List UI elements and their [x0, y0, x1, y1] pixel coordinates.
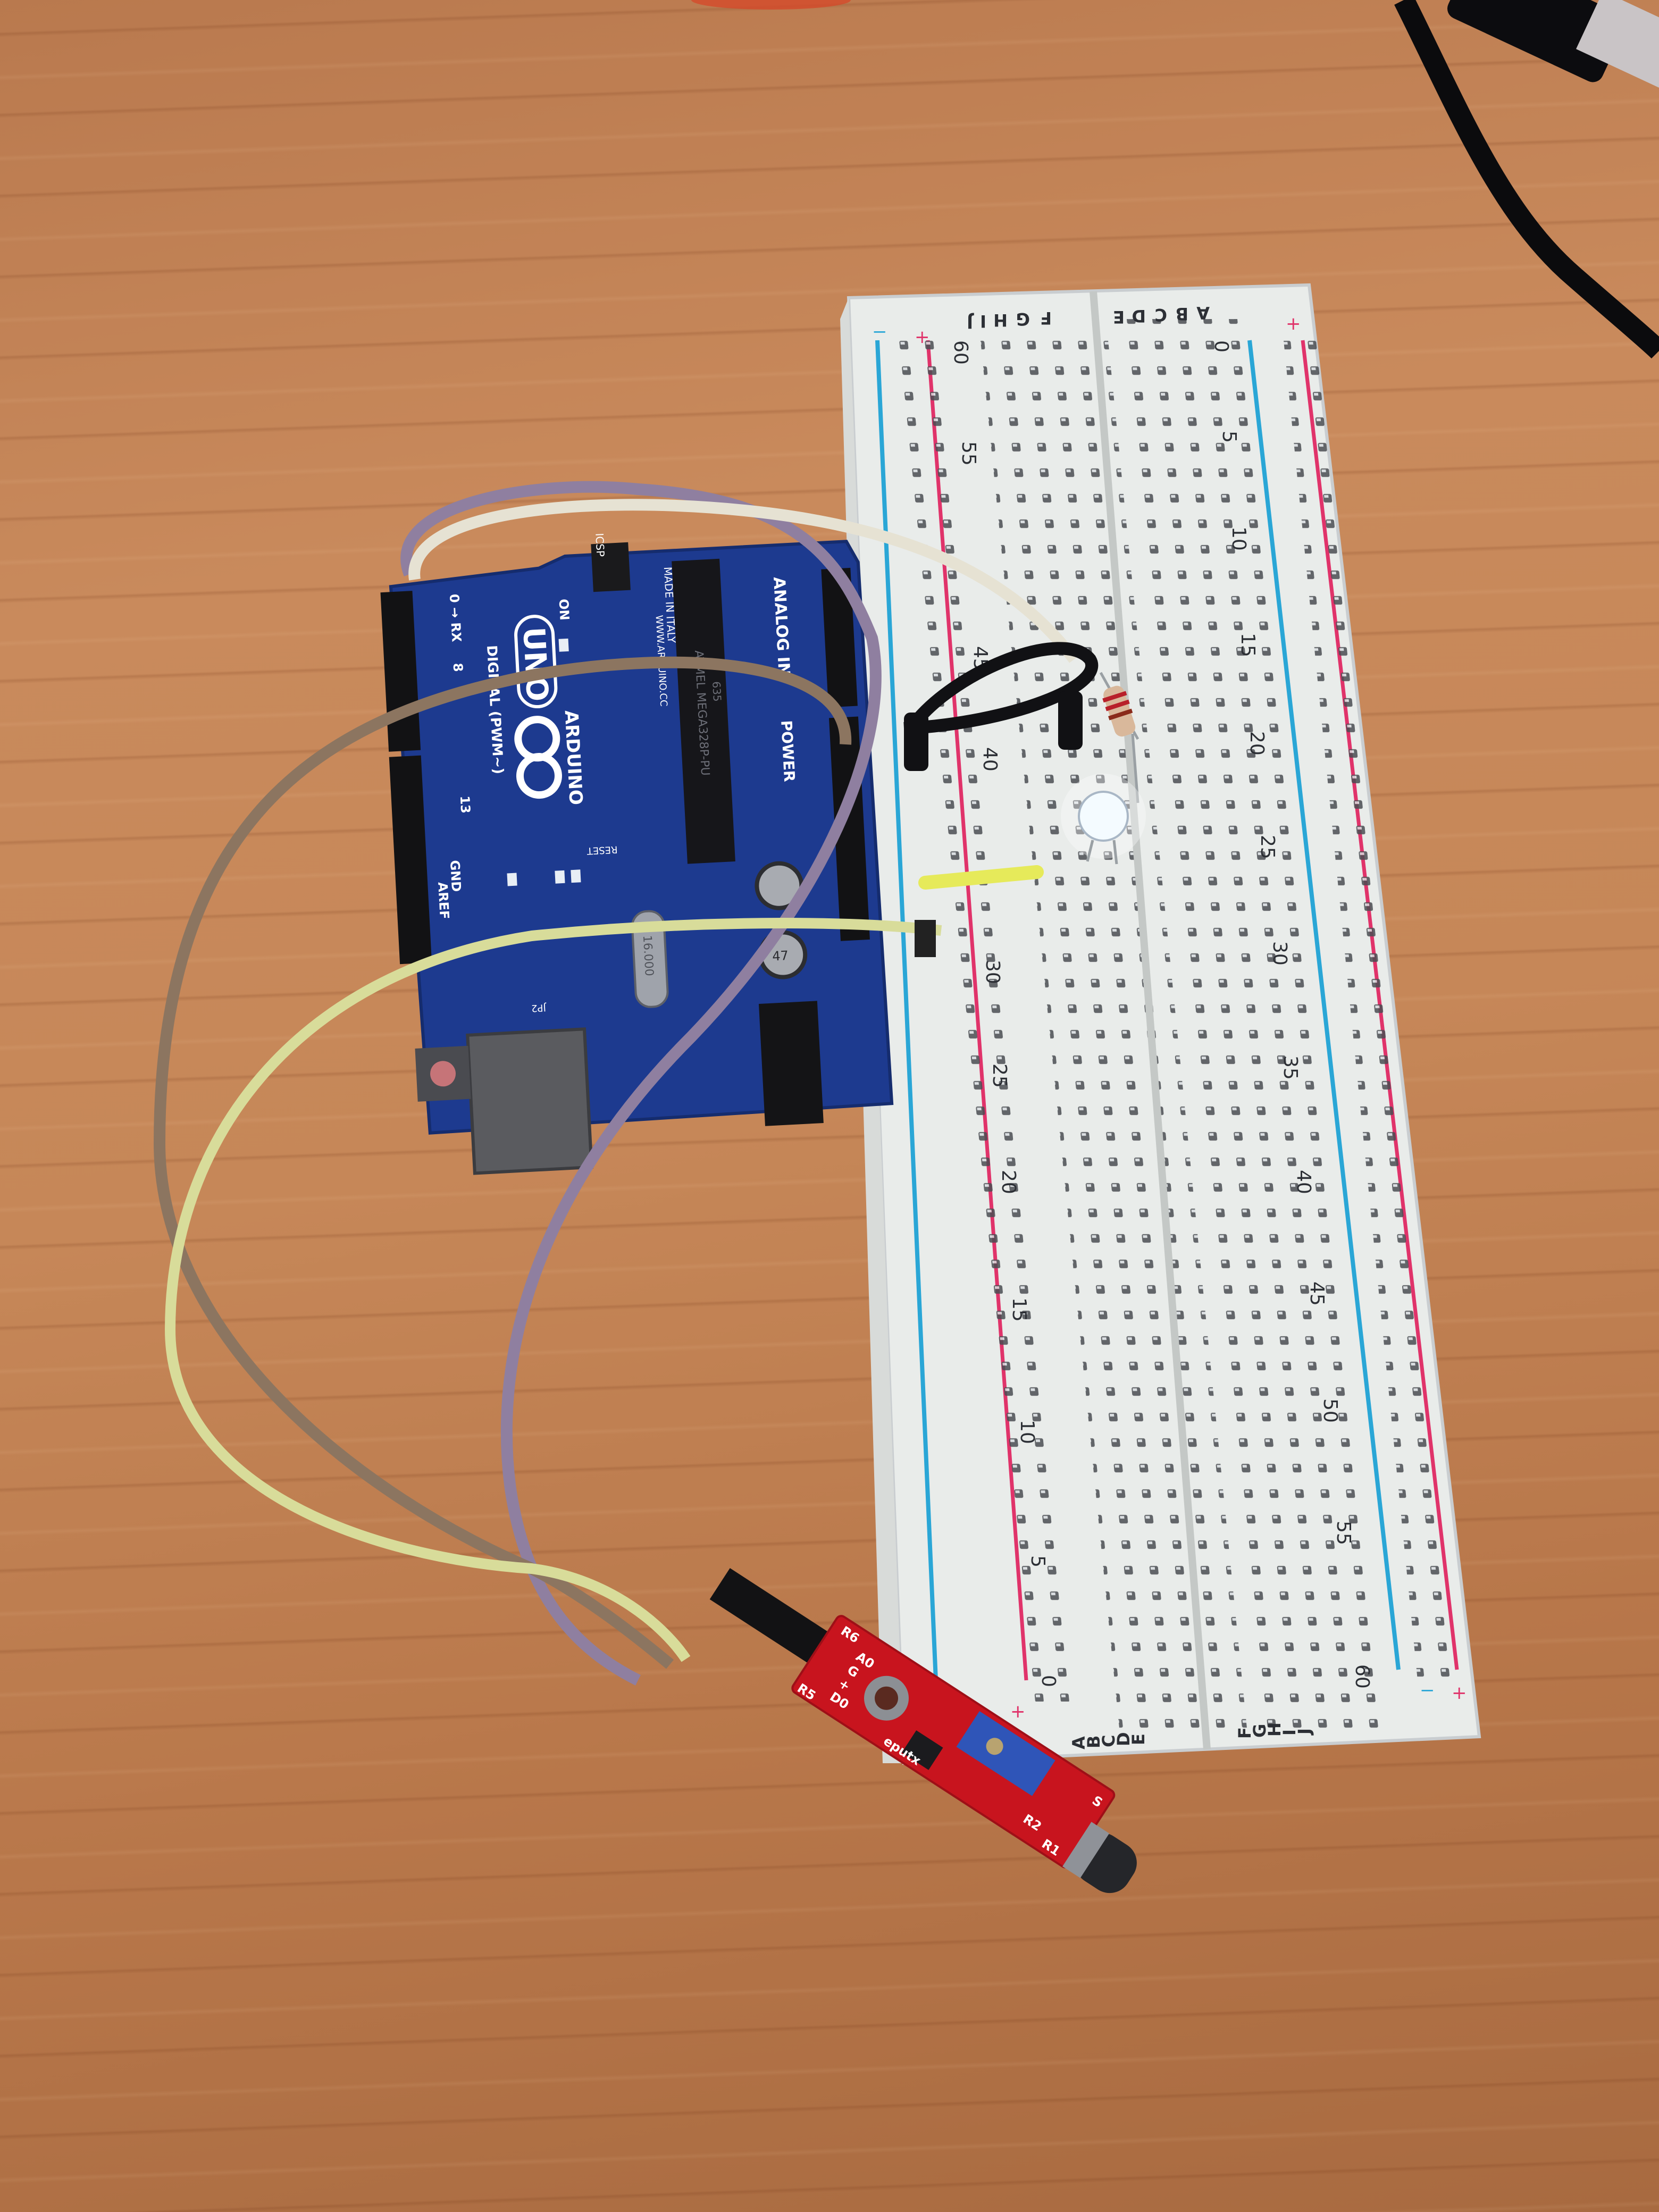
rail-plus-top-right: +	[1286, 313, 1301, 334]
rail-plus-bottom-right: +	[1452, 1682, 1467, 1704]
arduino-infinity-logo-icon	[514, 716, 562, 799]
pin-label-gnd: GND	[447, 860, 464, 892]
model-label: UNO	[516, 626, 554, 702]
col-number-right-5: 5	[1218, 431, 1240, 443]
col-number-right-60: 60	[1351, 1664, 1373, 1689]
icsp-label: ICSP	[593, 533, 607, 557]
reset-label: RESET	[586, 844, 618, 857]
potentiometer-screw-icon	[986, 1738, 1003, 1755]
pin-label-13: 13	[457, 795, 473, 814]
col-number-left-25: 25	[988, 1063, 1010, 1088]
col-number-right-35: 35	[1279, 1055, 1301, 1080]
wire-black-end-2	[1058, 691, 1083, 750]
col-number-left-30: 30	[982, 960, 1003, 984]
col-number-left-10: 10	[1016, 1420, 1038, 1444]
brand-label: ARDUINO	[560, 710, 586, 806]
dc-power-jack	[758, 1001, 824, 1126]
rail-minus-bottom-right: −	[1420, 1680, 1435, 1701]
wire-black-end-1	[904, 713, 928, 771]
capacitor-value: 47	[772, 948, 789, 964]
usb-b-port	[466, 1027, 593, 1175]
yellow-wire-connector	[915, 920, 936, 957]
col-number-left-15: 15	[1008, 1297, 1030, 1322]
row-label-D-top: D	[1132, 306, 1146, 326]
row-label-E-top: E	[1113, 307, 1125, 327]
comparator-chip	[901, 1730, 943, 1770]
power-label: POWER	[777, 720, 798, 782]
row-label-B-top: B	[1176, 304, 1188, 324]
row-label-G-top: G	[1016, 309, 1030, 329]
row-label-I-bottom: I	[1279, 1729, 1300, 1736]
row-label-A-top: A	[1196, 303, 1210, 323]
analog-header	[821, 567, 858, 708]
col-number-right-30: 30	[1269, 941, 1291, 966]
pin-label-8: 8	[450, 663, 466, 672]
col-number-right-55: 55	[1333, 1521, 1354, 1545]
row-label-C-top: C	[1155, 305, 1167, 325]
microphone-body	[1062, 1822, 1110, 1878]
wire-purple	[400, 481, 882, 1686]
col-number-right-0: 0	[1210, 340, 1232, 353]
col-number-left-20: 20	[998, 1170, 1019, 1194]
col-number-left-0: 0	[1037, 1675, 1059, 1687]
icsp-header	[591, 542, 631, 592]
row-label-H-top: H	[993, 310, 1008, 330]
digital-header-lower	[389, 755, 432, 965]
row-label-I-top: I	[980, 311, 986, 331]
col-number-right-50: 50	[1319, 1398, 1341, 1423]
row-label-D-bottom: D	[1113, 1732, 1134, 1746]
wire-white	[408, 499, 1079, 663]
reset-button-cap-icon	[430, 1061, 456, 1087]
sensor-pin-connector	[709, 1568, 828, 1663]
led-on-icon	[558, 638, 569, 652]
rail-minus-top-left: −	[872, 321, 887, 342]
atmega-chip	[672, 558, 735, 864]
uno-logo-frame	[514, 615, 558, 709]
led-tx-icon	[555, 870, 565, 884]
row-label-J-top: J	[967, 312, 974, 332]
row-label-H-bottom: H	[1264, 1722, 1285, 1737]
pin-label-0: 0 → RX	[447, 593, 464, 642]
crystal-label: 16.000	[640, 935, 656, 976]
row-label-C-bottom: C	[1099, 1735, 1119, 1747]
col-number-left-60: 60	[950, 340, 971, 365]
wire-black-loop	[903, 642, 1099, 735]
crystal-oscillator	[631, 910, 669, 1008]
resistor	[1099, 672, 1139, 803]
col-number-left-40: 40	[979, 747, 1001, 772]
col-number-left-5: 5	[1027, 1555, 1049, 1568]
row-label-J-bottom: J	[1294, 1728, 1314, 1736]
col-number-right-40: 40	[1293, 1170, 1314, 1194]
col-number-right-25: 25	[1256, 835, 1278, 859]
col-number-right-15: 15	[1237, 633, 1259, 657]
chip-code: 635	[710, 681, 724, 702]
led-lit	[1061, 774, 1146, 865]
row-label-E-bottom: E	[1128, 1733, 1149, 1745]
row-label-F-bottom: F	[1235, 1727, 1255, 1739]
rail-plus-bottom-left: +	[1010, 1701, 1026, 1722]
rail-plus-top-left: +	[915, 326, 930, 348]
jumper-yellow-short	[918, 865, 1044, 890]
col-number-right-45: 45	[1306, 1281, 1328, 1306]
led-rx-icon	[571, 869, 581, 883]
wire-yellow	[164, 918, 942, 1662]
col-number-right-10: 10	[1228, 526, 1250, 551]
jp2-label: JP2	[531, 1002, 547, 1013]
row-label-G-bottom: G	[1250, 1724, 1270, 1738]
led-l-icon	[507, 873, 517, 886]
col-number-left-55: 55	[958, 441, 979, 466]
potentiometer[interactable]	[956, 1711, 1055, 1796]
pin-label-aref: AREF	[435, 882, 452, 919]
col-number-right-20: 20	[1246, 731, 1268, 756]
on-label: ON	[556, 598, 572, 621]
row-label-B-bottom: B	[1084, 1736, 1104, 1748]
row-label-A-bottom: A	[1069, 1736, 1089, 1749]
row-label-F-top: F	[1040, 308, 1052, 328]
